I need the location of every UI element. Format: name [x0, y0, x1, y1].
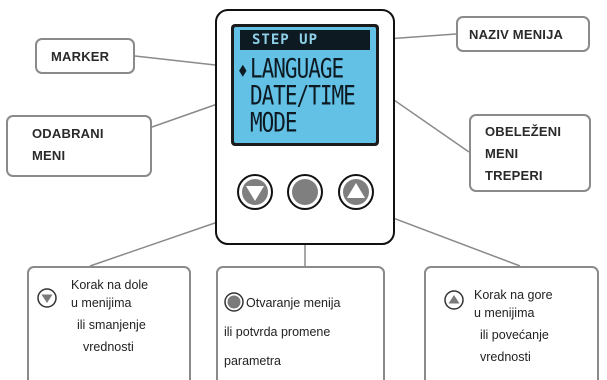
up-triangle-icon [444, 290, 464, 310]
marker-callout-text: MARKER [51, 49, 110, 64]
lcd-screen [234, 27, 376, 143]
highlighted-menu-text-line2: MENI [485, 146, 519, 161]
center-button-fill [292, 179, 318, 205]
highlighted-menu-callout: OBELEŽENI MENI TREPERI [469, 114, 591, 192]
lcd-title-bar [240, 30, 370, 50]
lcd-title: STEP UP [252, 32, 319, 48]
down-desc-line4: vrednosti [83, 340, 134, 354]
circle-icon [224, 292, 244, 312]
center-desc-line1: Otvaranje menija [246, 296, 341, 310]
menu-name-callout: NAZIV MENIJA [456, 16, 590, 52]
down-desc-line3: ili smanjenje [77, 318, 146, 332]
center-desc-line2: ili potvrda promene [224, 325, 331, 339]
down-desc-line1: Korak na dole [71, 278, 149, 292]
menu-name-callout-text: NAZIV MENIJA [469, 27, 564, 42]
down-desc-line2: u menijima [71, 296, 132, 310]
down-triangle-icon [37, 288, 57, 308]
up-desc-line3: ili povećanje [480, 328, 549, 342]
selected-menu-text-line2: MENI [32, 148, 66, 163]
up-button-leader-line [371, 209, 521, 267]
selected-menu-text-line1: ODABRANI [32, 126, 104, 141]
lcd-line-date-time: DATE/TIME [250, 80, 356, 111]
lcd-marker: ♦ [238, 59, 248, 83]
highlighted-menu-text-line3: TREPERI [485, 168, 543, 183]
lcd-line-language: LANGUAGE [250, 53, 344, 84]
selected-menu-callout: ODABRANI MENI [6, 115, 152, 177]
highlighted-menu-text-line1: OBELEŽENI [485, 124, 562, 139]
down-arrow-icon [246, 186, 264, 201]
up-desc-line2: u menijima [474, 306, 535, 320]
down-button-description: Korak na dole u menijima ili smanjenje v… [27, 266, 191, 380]
center-button-description: Otvaranje menija ili potvrda promene par… [216, 266, 385, 380]
lcd-line-mode: MODE [250, 107, 298, 138]
up-desc-line1: Korak na gore [474, 288, 553, 302]
up-button-description: Korak na gore u menijima ili povećanje v… [424, 266, 599, 380]
up-arrow-icon [347, 183, 365, 198]
center-desc-line3: parametra [224, 354, 281, 368]
up-desc-line4: vrednosti [480, 350, 531, 364]
marker-callout: MARKER [35, 38, 135, 74]
